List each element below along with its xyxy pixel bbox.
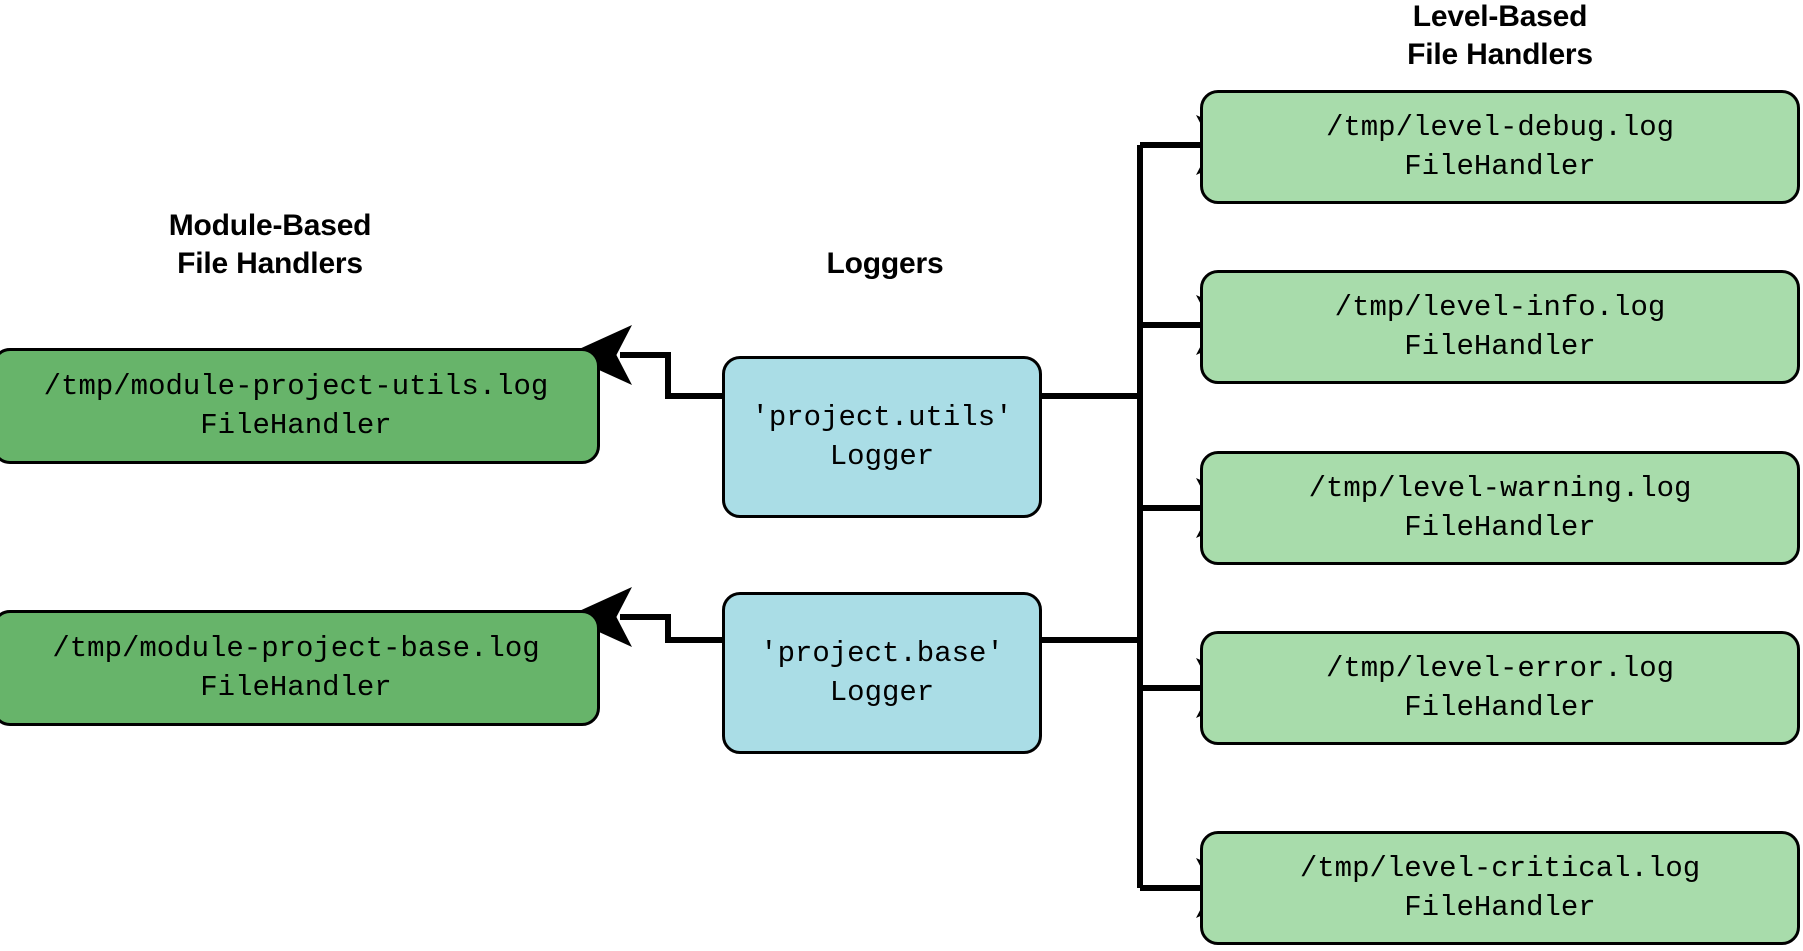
module-handler-path: /tmp/module-project-utils.log xyxy=(43,370,549,403)
group-title-module-based: Module-Based File Handlers xyxy=(168,209,372,280)
level-handler-kind: FileHandler xyxy=(1404,150,1596,183)
level-handler-node-info[interactable]: /tmp/level-info.log FileHandler xyxy=(1200,270,1800,384)
group-title-loggers: Loggers xyxy=(826,247,944,280)
logger-kind: Logger xyxy=(829,676,935,709)
edge-base-to-module xyxy=(566,587,722,647)
level-handler-kind: FileHandler xyxy=(1404,691,1596,724)
level-handler-node-warning[interactable]: /tmp/level-warning.log FileHandler xyxy=(1200,451,1800,565)
level-handler-path: /tmp/level-error.log xyxy=(1325,652,1675,685)
level-handler-node-debug[interactable]: /tmp/level-debug.log FileHandler xyxy=(1200,90,1800,204)
logger-kind: Logger xyxy=(829,440,935,473)
module-handler-path: /tmp/module-project-base.log xyxy=(52,632,540,665)
level-handler-kind: FileHandler xyxy=(1404,330,1596,363)
logger-node-project-utils[interactable]: 'project.utils' Logger xyxy=(722,356,1042,518)
logger-name: 'project.utils' xyxy=(751,401,1013,434)
module-handler-kind: FileHandler xyxy=(200,671,392,704)
level-handler-kind: FileHandler xyxy=(1404,511,1596,544)
level-handler-path: /tmp/level-critical.log xyxy=(1299,852,1701,885)
module-handler-kind: FileHandler xyxy=(200,409,392,442)
level-handler-node-critical[interactable]: /tmp/level-critical.log FileHandler xyxy=(1200,831,1800,945)
logger-name: 'project.base' xyxy=(760,637,1004,670)
level-handler-path: /tmp/level-info.log xyxy=(1334,291,1666,324)
level-handler-path: /tmp/level-warning.log xyxy=(1308,472,1692,505)
level-handler-kind: FileHandler xyxy=(1404,891,1596,924)
logger-node-project-base[interactable]: 'project.base' Logger xyxy=(722,592,1042,754)
group-title-level-based: Level-Based File Handlers xyxy=(1407,0,1593,71)
edge-utils-to-module xyxy=(566,325,722,399)
level-handler-node-error[interactable]: /tmp/level-error.log FileHandler xyxy=(1200,631,1800,745)
module-handler-node-project-utils[interactable]: /tmp/module-project-utils.log FileHandle… xyxy=(0,348,600,464)
level-handler-path: /tmp/level-debug.log xyxy=(1325,111,1675,144)
module-handler-node-project-base[interactable]: /tmp/module-project-base.log FileHandler xyxy=(0,610,600,726)
